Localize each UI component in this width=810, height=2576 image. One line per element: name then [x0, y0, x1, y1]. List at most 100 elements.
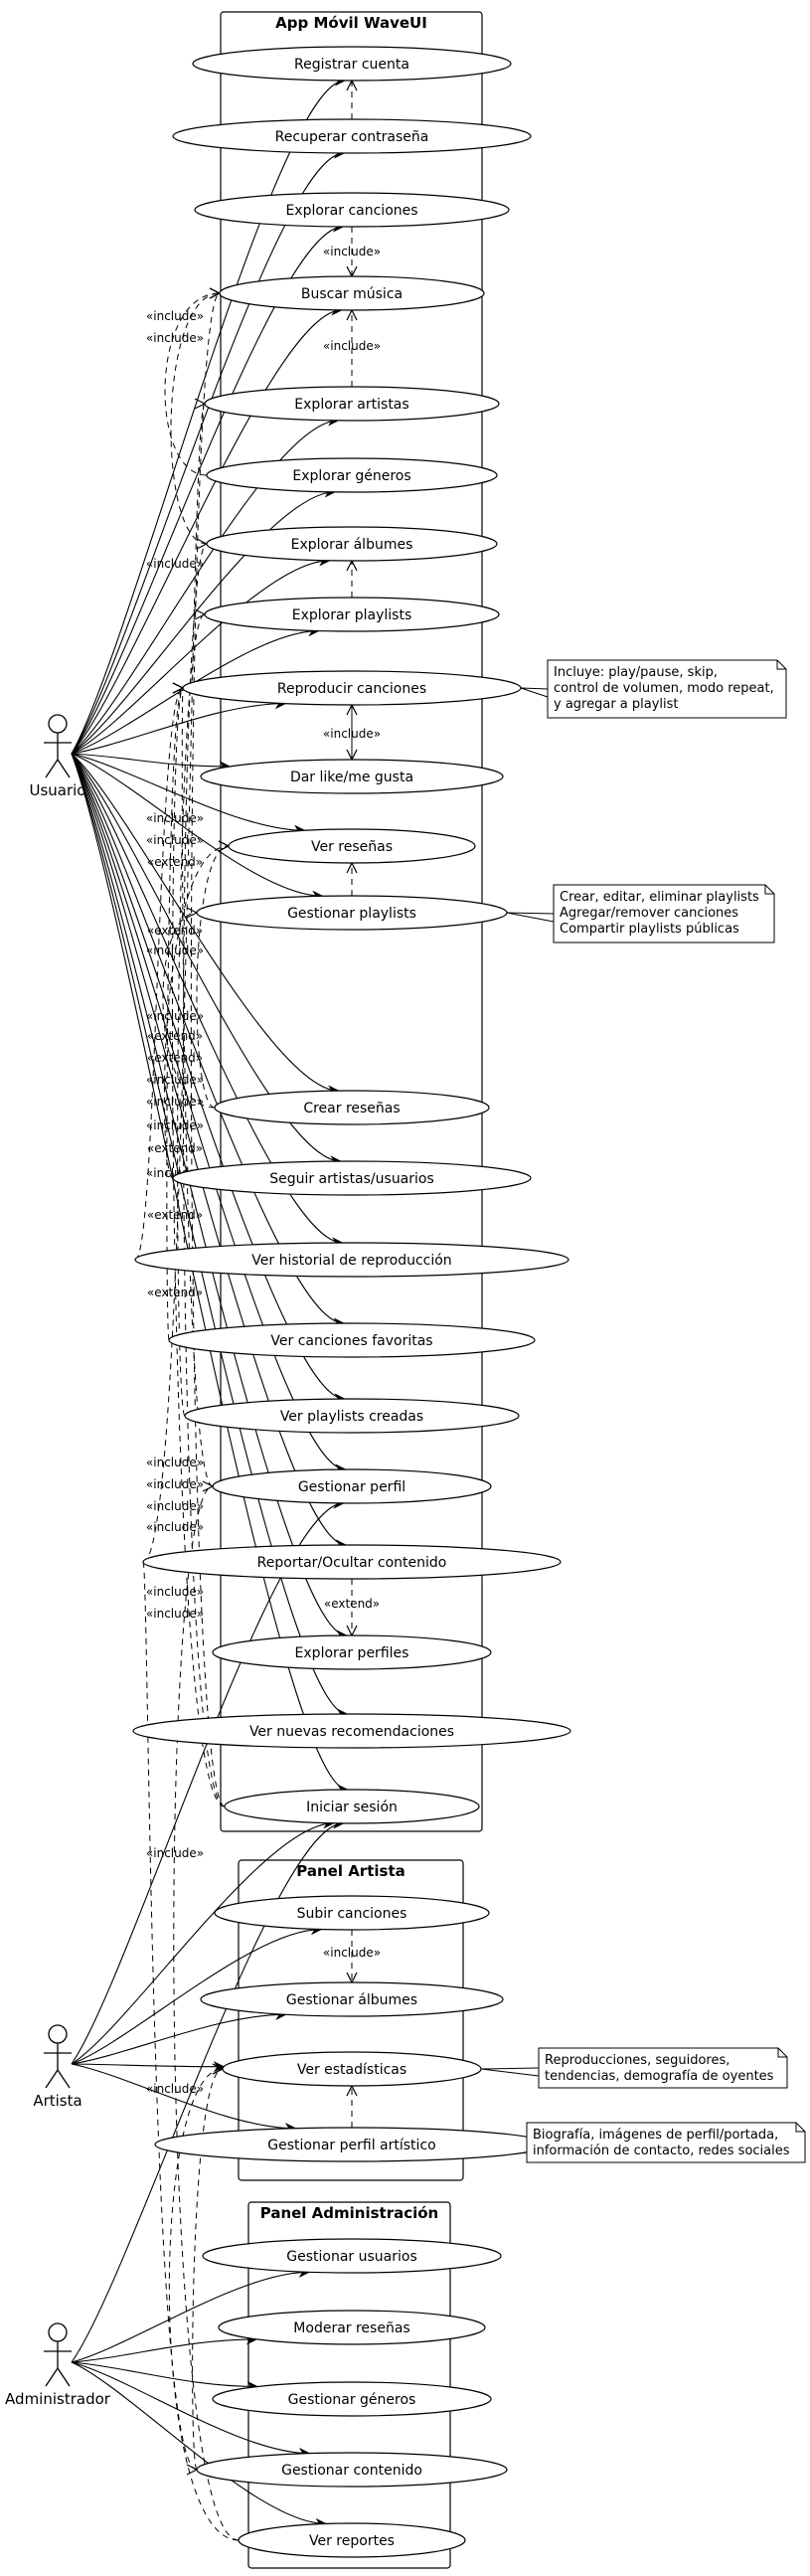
- use-case-gestionar_playlists[interactable]: Gestionar playlists: [196, 895, 508, 931]
- use-case-moderar[interactable]: Moderar reseñas: [218, 2310, 486, 2345]
- stereotype-label-include: «include»: [146, 1846, 204, 1860]
- stereotype-label-include: «include»: [146, 833, 204, 847]
- stereotype-label-include: «include»: [146, 1118, 204, 1132]
- association-usuario-recuperar: [71, 153, 344, 755]
- use-case-gestionar_albumes[interactable]: Gestionar álbumes: [200, 1981, 504, 2017]
- stereotype-label-include: «include»: [146, 1499, 204, 1513]
- stereotype-label-extend: «extend»: [147, 1208, 203, 1222]
- use-case-recomendaciones[interactable]: Ver nuevas recomendaciones: [132, 1713, 571, 1749]
- use-case-ellipse[interactable]: [196, 2452, 508, 2488]
- use-case-label: Gestionar usuarios: [286, 2249, 416, 2265]
- actor-head-icon: [48, 2322, 68, 2342]
- use-case-ellipse[interactable]: [172, 1160, 532, 1196]
- note-fold-icon: [776, 660, 786, 670]
- use-case-dar_like[interactable]: Dar like/me gusta: [200, 759, 504, 794]
- use-case-explorar_artistas[interactable]: Explorar artistas: [204, 386, 500, 422]
- use-case-ellipse[interactable]: [219, 275, 485, 311]
- actor-head-icon: [48, 714, 68, 734]
- use-case-gestionar_generos[interactable]: Gestionar géneros: [212, 2381, 492, 2417]
- use-case-label: Gestionar perfil artístico: [267, 2138, 435, 2153]
- use-case-label: Registrar cuenta: [294, 57, 409, 73]
- use-case-explorar_perfiles[interactable]: Explorar perfiles: [212, 1634, 492, 1670]
- use-case-crear_resenas[interactable]: Crear reseñas: [214, 1090, 490, 1125]
- use-case-ellipse[interactable]: [200, 1981, 504, 2017]
- use-case-ellipse[interactable]: [184, 1398, 520, 1434]
- use-case-label: Gestionar contenido: [281, 2463, 422, 2479]
- use-case-ellipse[interactable]: [224, 1789, 480, 1824]
- use-case-explorar_generos[interactable]: Explorar géneros: [206, 457, 498, 493]
- use-case-ellipse[interactable]: [214, 1090, 490, 1125]
- note-body: [526, 2122, 806, 2163]
- use-case-ellipse[interactable]: [214, 1895, 490, 1931]
- use-case-ellipse[interactable]: [194, 192, 510, 228]
- use-case-ellipse[interactable]: [172, 118, 532, 154]
- use-case-explorar_canciones[interactable]: Explorar canciones: [194, 192, 510, 228]
- use-case-explorar_albumes[interactable]: Explorar álbumes: [206, 526, 498, 562]
- note-line: control de volumen, modo repeat,: [554, 681, 774, 696]
- dependency-include-gestionar_contenido-estadisticas: [192, 2069, 223, 2471]
- dependency-include-reportar-gestionar_contenido: [142, 1561, 197, 2470]
- use-case-buscar_musica[interactable]: Buscar música: [219, 275, 485, 311]
- stereotype-label-include: «include»: [323, 727, 381, 741]
- use-case-ellipse[interactable]: [212, 1634, 492, 1670]
- use-case-ellipse[interactable]: [134, 1242, 569, 1278]
- actor-right-leg-icon: [57, 2367, 71, 2387]
- use-case-ellipse[interactable]: [218, 2310, 486, 2345]
- stereotype-label-extend: «extend»: [324, 1597, 380, 1611]
- use-case-ellipse[interactable]: [168, 1322, 536, 1358]
- use-case-label: Explorar álbumes: [291, 537, 413, 553]
- dependency-include-explorar_generos-buscar_musica: [164, 293, 220, 476]
- use-case-ellipse[interactable]: [142, 1544, 562, 1580]
- use-case-ellipse[interactable]: [196, 895, 508, 931]
- actor-left-leg-icon: [45, 759, 59, 778]
- association-administrador-moderar: [71, 2339, 256, 2363]
- use-case-seguir[interactable]: Seguir artistas/usuarios: [172, 1160, 532, 1196]
- use-case-registrar[interactable]: Registrar cuenta: [192, 46, 512, 82]
- note-line: tendencias, demografía de oyentes: [545, 2069, 774, 2084]
- actor-artista_actor[interactable]: Artista: [33, 2024, 82, 2110]
- use-case-ellipse[interactable]: [222, 2051, 482, 2087]
- use-case-label: Dar like/me gusta: [290, 770, 413, 785]
- use-case-gestionar_usuarios[interactable]: Gestionar usuarios: [202, 2238, 502, 2274]
- use-case-ellipse[interactable]: [200, 759, 504, 794]
- use-case-label: Ver playlists creadas: [280, 1409, 423, 1425]
- use-case-ver_reportes[interactable]: Ver reportes: [238, 2522, 466, 2558]
- use-case-label: Reportar/Ocultar contenido: [257, 1555, 447, 1571]
- use-case-historial[interactable]: Ver historial de reproducción: [134, 1242, 569, 1278]
- use-case-ellipse[interactable]: [228, 828, 476, 864]
- use-case-ellipse[interactable]: [204, 597, 500, 632]
- use-case-favoritas[interactable]: Ver canciones favoritas: [168, 1322, 536, 1358]
- use-case-ellipse[interactable]: [238, 2522, 466, 2558]
- use-case-reportar[interactable]: Reportar/Ocultar contenido: [142, 1544, 562, 1580]
- use-case-ellipse[interactable]: [132, 1713, 571, 1749]
- stereotype-label-include: «include»: [146, 1520, 204, 1534]
- use-case-explorar_playlists[interactable]: Explorar playlists: [204, 597, 500, 632]
- use-case-ellipse[interactable]: [206, 457, 498, 493]
- use-case-ellipse[interactable]: [182, 670, 522, 706]
- use-case-label: Gestionar álbumes: [286, 1992, 417, 2008]
- use-case-iniciar_sesion[interactable]: Iniciar sesión: [224, 1789, 480, 1824]
- use-case-gestionar_perfil[interactable]: Gestionar perfil: [212, 1468, 492, 1504]
- association-artista_actor-gestionar_perfil: [71, 1503, 344, 2065]
- use-case-ver_resenas[interactable]: Ver reseñas: [228, 828, 476, 864]
- actor-usuario[interactable]: Usuario: [29, 714, 86, 799]
- use-case-perfil_artistico[interactable]: Gestionar perfil artístico: [154, 2127, 550, 2162]
- use-case-label: Gestionar géneros: [288, 2392, 416, 2408]
- use-case-label: Buscar música: [301, 286, 403, 302]
- use-case-ellipse[interactable]: [202, 2238, 502, 2274]
- use-case-ellipse[interactable]: [192, 46, 512, 82]
- use-case-subir[interactable]: Subir canciones: [214, 1895, 490, 1931]
- use-case-playlists_creadas[interactable]: Ver playlists creadas: [184, 1398, 520, 1434]
- use-case-estadisticas[interactable]: Ver estadísticas: [222, 2051, 482, 2087]
- dependency-include-ver_reportes-estadisticas: [168, 2069, 240, 2541]
- association-usuario-ver_resenas: [71, 753, 304, 830]
- use-case-recuperar[interactable]: Recuperar contraseña: [172, 118, 532, 154]
- actor-administrador[interactable]: Administrador: [5, 2322, 111, 2408]
- use-case-ellipse[interactable]: [212, 2381, 492, 2417]
- use-case-ellipse[interactable]: [212, 1468, 492, 1504]
- use-case-ellipse[interactable]: [206, 526, 498, 562]
- use-case-gestionar_contenido[interactable]: Gestionar contenido: [196, 2452, 508, 2488]
- use-case-reproducir[interactable]: Reproducir canciones: [182, 670, 522, 706]
- use-case-ellipse[interactable]: [204, 386, 500, 422]
